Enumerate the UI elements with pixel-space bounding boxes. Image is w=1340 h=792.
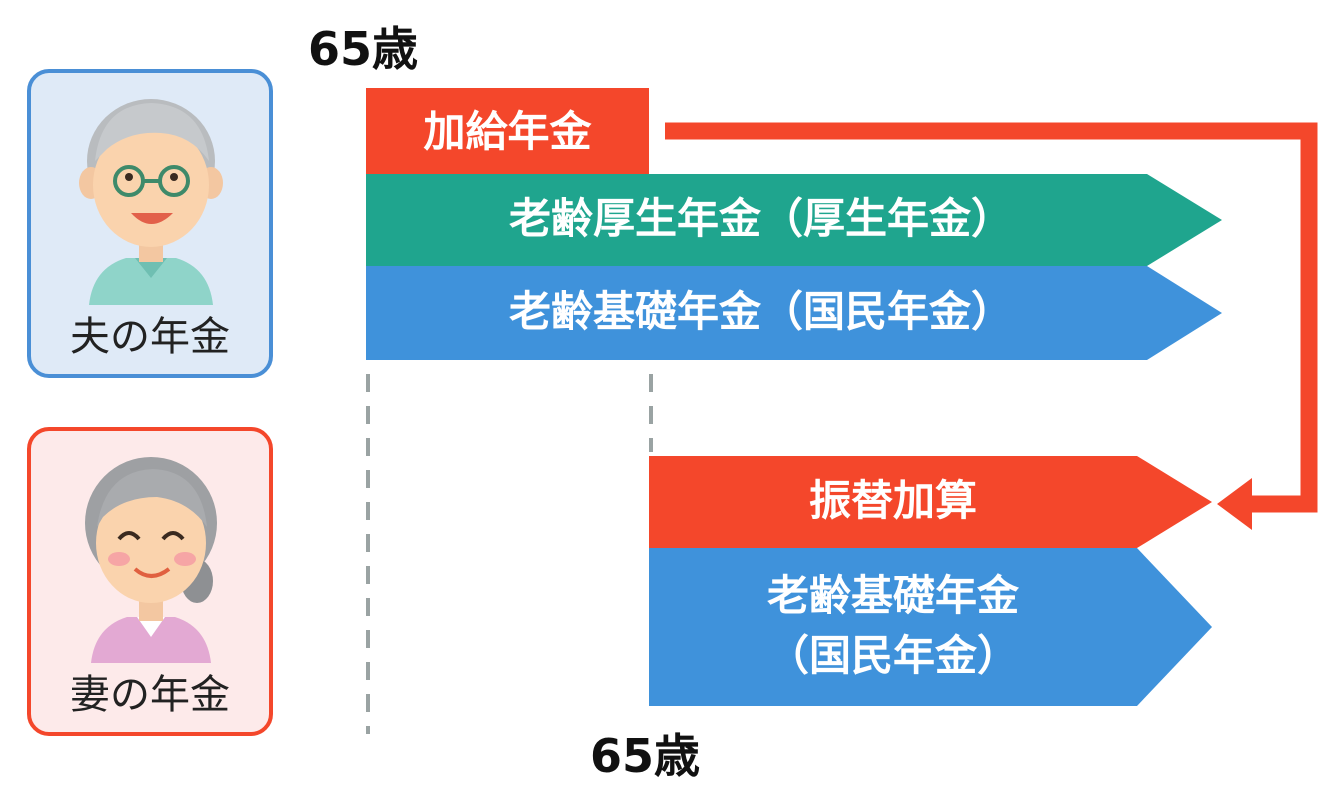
kakyu-label: 加給年金 [423, 107, 592, 156]
wife-kiso-label-line1: 老齢基礎年金 [766, 571, 1019, 620]
wife-kiso-label-line2: （国民年金） [766, 631, 1019, 680]
wife-kiso-bar [649, 548, 1212, 706]
wife-card-label: 妻の年金 [70, 672, 230, 718]
kosei-label: 老齢厚生年金（厚生年金） [508, 194, 1013, 243]
husband-kiso-label: 老齢基礎年金（国民年金） [508, 287, 1013, 336]
wife-avatar [85, 457, 217, 663]
wife-card: 妻の年金 [27, 427, 273, 736]
kosei-bar [366, 174, 1222, 266]
transfer-arrow-head [1217, 478, 1252, 530]
furikae-label: 振替加算 [808, 476, 977, 525]
husband-avatar [79, 99, 223, 305]
husband-card: 夫の年金 [27, 69, 273, 378]
transfer-arrow-line [665, 122, 1318, 513]
furikae-bar [649, 456, 1212, 548]
husband-age-label: 65歳 [308, 22, 419, 76]
kakyu-bar [366, 88, 649, 174]
husband-kiso-bar [366, 266, 1222, 360]
husband-card-label: 夫の年金 [70, 314, 230, 360]
wife-age-label: 65歳 [590, 729, 701, 783]
